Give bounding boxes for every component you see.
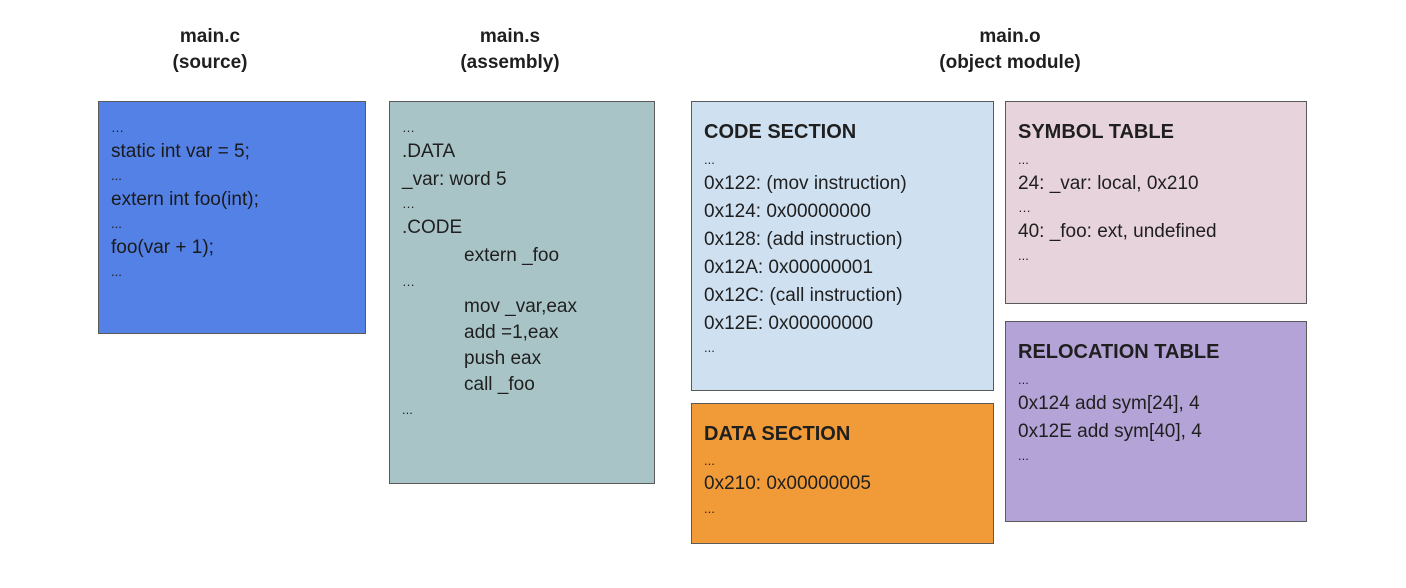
source-line: static int var = 5; xyxy=(111,141,250,162)
assembly-code-box: … .DATA _var: word 5 … .CODE extern _foo… xyxy=(389,101,655,484)
assembly-line: extern _foo xyxy=(464,245,560,266)
source-line: ... xyxy=(111,216,122,231)
symbol-table-box: SYMBOL TABLE ... 24: _var: local, 0x210 … xyxy=(1005,101,1307,304)
data-section-line: ... xyxy=(704,453,715,468)
symbol-table-line: 24: _var: local, 0x210 xyxy=(1018,173,1199,194)
data-section-line: 0x210: 0x00000005 xyxy=(704,473,871,494)
object-header: main.o (object module) xyxy=(860,24,1160,76)
assembly-line: .DATA xyxy=(402,141,456,162)
assembly-line: mov _var,eax xyxy=(464,296,577,317)
code-section-title: CODE SECTION xyxy=(704,121,857,143)
source-line: … xyxy=(111,120,124,135)
assembly-line: … xyxy=(402,196,415,211)
data-section-line: ... xyxy=(704,501,715,516)
assembly-line: call _foo xyxy=(464,374,535,395)
source-header-subtitle: (source) xyxy=(172,52,248,73)
relocation-table-box: RELOCATION TABLE ... 0x124 add sym[24], … xyxy=(1005,321,1307,522)
object-header-title: main.o xyxy=(979,26,1041,47)
code-section-line: 0x12A: 0x00000001 xyxy=(704,257,874,278)
source-header-title: main.c xyxy=(179,26,241,47)
data-section-title: DATA SECTION xyxy=(704,423,851,445)
assembly-header-subtitle: (assembly) xyxy=(460,52,560,73)
relocation-table-line: 0x124 add sym[24], 4 xyxy=(1018,393,1200,414)
symbol-table-line: 40: _foo: ext, undefined xyxy=(1018,221,1217,242)
assembly-line: ... xyxy=(402,402,413,417)
source-line: ... xyxy=(111,168,122,183)
code-section-line: 0x12E: 0x00000000 xyxy=(704,313,874,334)
assembly-line: _var: word 5 xyxy=(402,169,507,190)
code-section-line: ... xyxy=(704,152,715,167)
code-section-line: 0x124: 0x00000000 xyxy=(704,201,871,222)
data-section-box: DATA SECTION ... 0x210: 0x00000005 ... xyxy=(691,403,994,544)
relocation-table-line: ... xyxy=(1018,372,1029,387)
code-section-line: 0x122: (mov instruction) xyxy=(704,173,907,194)
source-line: ... xyxy=(111,264,122,279)
relocation-table-line: ... xyxy=(1018,448,1029,463)
assembly-line: … xyxy=(402,274,415,289)
source-line: foo(var + 1); xyxy=(111,237,214,258)
source-line: extern int foo(int); xyxy=(111,189,259,210)
relocation-table-line: 0x12E add sym[40], 4 xyxy=(1018,421,1202,442)
assembly-header-title: main.s xyxy=(479,26,541,47)
assembly-header: main.s (assembly) xyxy=(410,24,610,76)
symbol-table-title: SYMBOL TABLE xyxy=(1018,121,1174,143)
symbol-table-line: … xyxy=(1018,200,1031,215)
code-section-line: 0x12C: (call instruction) xyxy=(704,285,903,306)
code-section-line: ... xyxy=(704,340,715,355)
code-section-box: CODE SECTION ... 0x122: (mov instruction… xyxy=(691,101,994,391)
symbol-table-line: ... xyxy=(1018,152,1029,167)
assembly-line: add =1,eax xyxy=(464,322,559,343)
source-header: main.c (source) xyxy=(110,24,310,76)
symbol-table-line: ... xyxy=(1018,248,1029,263)
object-header-subtitle: (object module) xyxy=(939,52,1081,73)
assembly-line: push eax xyxy=(464,348,542,369)
assembly-line: … xyxy=(402,120,415,135)
code-section-line: 0x128: (add instruction) xyxy=(704,229,903,250)
relocation-table-title: RELOCATION TABLE xyxy=(1018,341,1220,363)
source-code-box: … static int var = 5; ... extern int foo… xyxy=(98,101,366,334)
assembly-line: .CODE xyxy=(402,217,463,238)
